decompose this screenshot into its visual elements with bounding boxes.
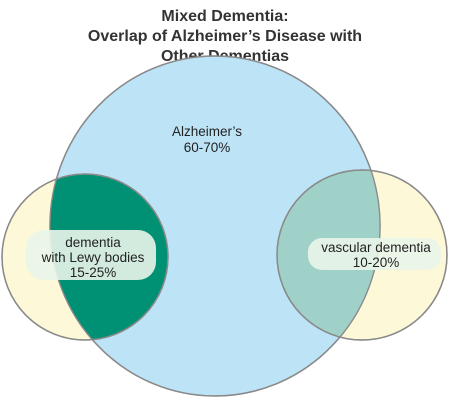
vascular-dementia-outline — [276, 169, 448, 341]
title-line-2: Overlap of Alzheimer’s Disease with — [88, 28, 362, 45]
lewy-line-3: 15-25% — [70, 265, 117, 280]
lewy-bodies-outline — [1, 173, 169, 341]
alzheimers-range: 60-70% — [184, 140, 231, 155]
lewy-line-2: with Lewy bodies — [41, 250, 145, 265]
lewy-bodies-label: dementia with Lewy bodies 15-25% — [26, 230, 156, 280]
alzheimers-outline — [49, 55, 381, 397]
vascular-name: vascular dementia — [321, 240, 431, 255]
alzheimers-label: Alzheimer’s 60-70% — [172, 124, 242, 155]
vascular-dementia-label: vascular dementia 10-20% — [308, 238, 441, 270]
vascular-range: 10-20% — [353, 255, 400, 270]
title-line-1: Mixed Dementia: — [161, 8, 288, 25]
vascular-label-box — [308, 238, 441, 270]
alzheimers-name: Alzheimer’s — [172, 124, 242, 139]
lewy-line-1: dementia — [65, 235, 121, 250]
lewy-label-box — [26, 230, 156, 280]
